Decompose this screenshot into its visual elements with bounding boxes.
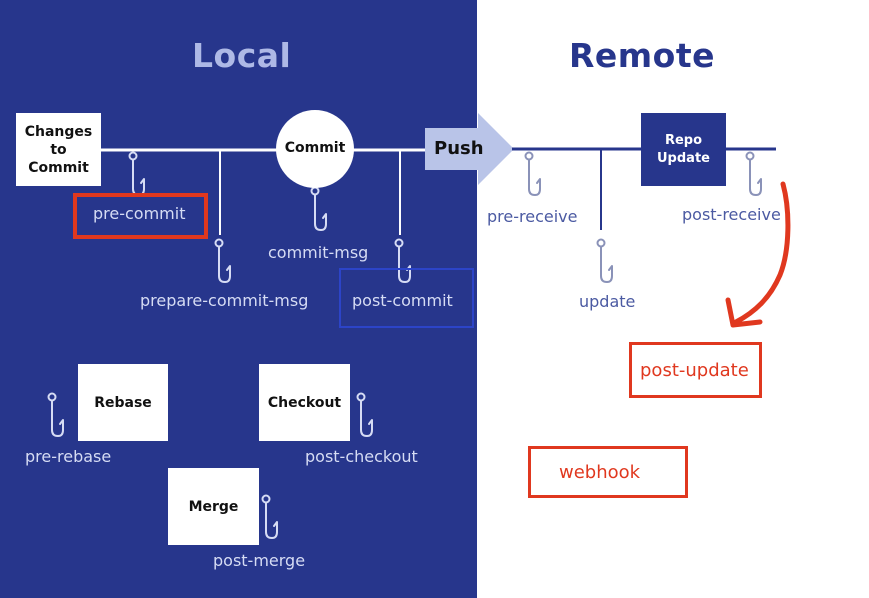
update-label: update — [579, 292, 636, 311]
remote-panel — [477, 0, 869, 598]
changes-to-commit-node: Changes to Commit — [16, 113, 101, 186]
push-label: Push — [434, 138, 484, 159]
post-receive-hook-icon — [745, 151, 762, 196]
post-checkout-label: post-checkout — [305, 447, 418, 466]
repo-update-node: Repo Update — [641, 113, 726, 186]
prepare-commit-msg-hook-icon — [214, 238, 231, 283]
red-arrow-head — [725, 297, 763, 328]
red-annotation-arrow — [733, 181, 791, 325]
post-update-highlight — [629, 342, 762, 398]
commit-msg-label: commit-msg — [268, 243, 369, 262]
commit-node-circle — [276, 110, 354, 188]
merge-node: Merge — [168, 468, 259, 545]
post-merge-hook-icon — [261, 494, 278, 539]
remote-title: Remote — [569, 36, 716, 75]
local-title: Local — [192, 36, 292, 75]
pre-receive-label: pre-receive — [487, 207, 578, 226]
checkout-node: Checkout — [259, 364, 350, 441]
pre-commit-label: pre-commit — [93, 204, 186, 223]
prepare-commit-msg-label: prepare-commit-msg — [140, 291, 309, 310]
post-merge-label: post-merge — [213, 551, 306, 570]
pre-commit-highlight — [73, 193, 208, 239]
rebase-node: Rebase — [78, 364, 168, 441]
pre-rebase-hook-icon — [47, 392, 64, 437]
pre-rebase-label: pre-rebase — [25, 447, 112, 466]
post-commit-label: post-commit — [352, 291, 453, 310]
post-checkout-hook-icon — [356, 392, 373, 437]
pre-commit-hook-icon — [128, 151, 145, 196]
post-update-annotation: post-update — [640, 360, 749, 381]
commit-node-label: Commit — [284, 140, 346, 156]
push-arrow — [425, 113, 514, 185]
post-receive-label: post-receive — [682, 205, 781, 224]
post-commit-highlight — [339, 268, 474, 328]
commit-msg-hook-icon — [310, 186, 327, 231]
webhook-highlight — [528, 446, 688, 498]
webhook-annotation: webhook — [559, 462, 641, 483]
pre-receive-hook-icon — [524, 151, 541, 196]
update-hook-icon — [596, 238, 613, 283]
